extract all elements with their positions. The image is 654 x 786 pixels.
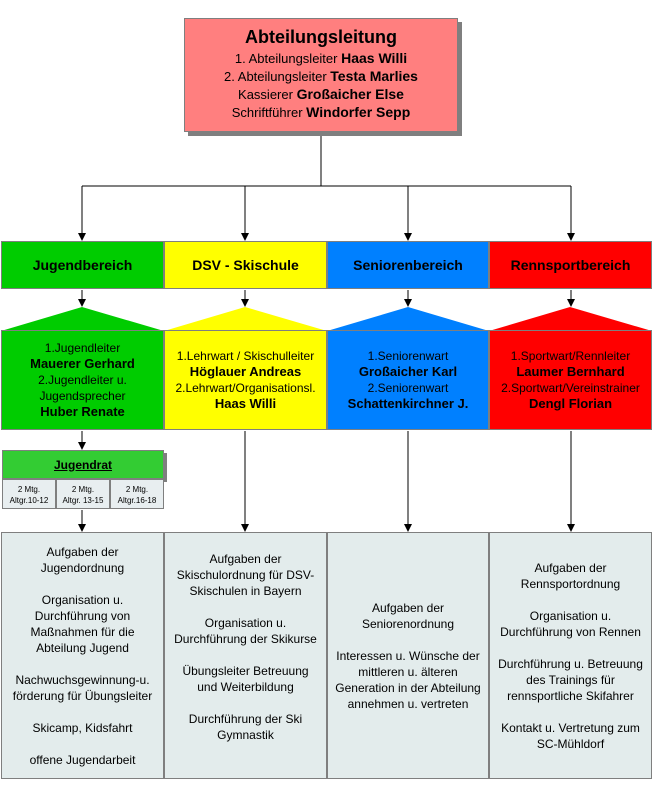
dept-label: DSV - Skischule <box>192 257 299 273</box>
leader-line: Jugendsprecher <box>39 389 126 403</box>
leader-roof <box>164 307 327 331</box>
leader-name: Laumer Bernhard <box>516 364 625 379</box>
leader-roof <box>327 307 489 331</box>
leader-box-skischule: 1.Lehrwart / Skischulleiter Höglauer And… <box>164 330 327 430</box>
task-text: Aufgaben der Rennsportordnung <box>520 560 621 591</box>
dept-label: Rennsportbereich <box>510 257 631 273</box>
leader-roof <box>1 307 164 331</box>
top-role: 2. Abteilungsleiter <box>224 69 327 84</box>
jugendrat-cell: 2 Mtg. Altgr.10-12 <box>2 479 56 509</box>
leader-name: Großaicher Karl <box>358 364 458 379</box>
task-text: Organisation u. Durchführung der Skikurs… <box>174 616 317 646</box>
top-row: 1. Abteilungsleiter Haas Willi <box>185 50 457 66</box>
task-text: Durchführung der Ski Gymnastik <box>188 712 303 742</box>
leader-name: Huber Renate <box>40 404 125 419</box>
dept-seniorenbereich: Seniorenbereich <box>327 241 489 289</box>
task-box-jugend: Aufgaben der Jugendordnung Organisation … <box>1 532 164 779</box>
leader-line: 2.Jugendleiter u. <box>38 373 127 387</box>
leader-name: Höglauer Andreas <box>189 364 302 379</box>
jugendrat-cell-line: Altgr.10-12 <box>9 496 49 505</box>
task-text: Organisation u. Durchführung von Maßnahm… <box>30 592 135 655</box>
leader-name: Schattenkirchner J. <box>347 396 469 411</box>
top-row: 2. Abteilungsleiter Testa Marlies <box>185 68 457 84</box>
top-name: Testa Marlies <box>330 68 418 84</box>
task-text: Aufgaben der Jugendordnung <box>40 544 125 575</box>
task-box-skischule: Aufgaben der Skischulordnung für DSV-Ski… <box>164 532 327 779</box>
top-role: Kassierer <box>238 87 293 102</box>
leader-box-jugend: 1.Jugendleiter Mauerer Gerhard 2.Jugendl… <box>1 330 164 430</box>
task-text: Nachwuchsgewinnung-u. förderung für Übun… <box>12 672 153 703</box>
task-text: Interessen u. Wünsche der mittleren u. ä… <box>335 648 481 711</box>
top-row: Kassierer Großaicher Else <box>185 86 457 102</box>
leader-box-senioren: 1.Seniorenwart Großaicher Karl 2.Seniore… <box>327 330 489 430</box>
task-text: Durchführung u. Betreuung des Trainings … <box>498 656 643 703</box>
jugendrat-cell-line: 2 Mtg. <box>71 485 95 494</box>
task-text: Aufgaben der Seniorenordnung <box>361 600 455 631</box>
jugendrat-cell: 2 Mtg. Altgr.16-18 <box>110 479 164 509</box>
leader-line: 2.Sportwart/Vereinstrainer <box>501 381 640 395</box>
leader-line: 1.Seniorenwart <box>367 349 449 363</box>
task-text: offene Jugendarbeit <box>29 752 136 767</box>
dept-label: Jugendbereich <box>32 257 133 273</box>
jugendrat-cell: 2 Mtg. Altgr. 13-15 <box>56 479 110 509</box>
task-text: Skicamp, Kidsfahrt <box>32 720 133 735</box>
task-box-senioren: Aufgaben der Seniorenordnung Interessen … <box>327 532 489 779</box>
dept-jugendbereich: Jugendbereich <box>1 241 164 289</box>
jugendrat-cell-line: Altgr. 13-15 <box>62 496 104 505</box>
top-row: Schriftführer Windorfer Sepp <box>185 104 457 120</box>
abteilungsleitung-title: Abteilungsleitung <box>245 27 397 47</box>
jugendrat-title: Jugendrat <box>2 450 164 479</box>
task-text: Organisation u. Durchführung von Rennen <box>500 608 641 639</box>
top-role: Schriftführer <box>231 105 303 120</box>
leader-name: Mauerer Gerhard <box>30 356 135 371</box>
leader-line: 1.Sportwart/Rennleiter <box>510 349 631 363</box>
abteilungsleitung-box: Abteilungsleitung 1. Abteilungsleiter Ha… <box>184 18 458 132</box>
task-text: Aufgaben der Skischulordnung für DSV-Ski… <box>176 552 315 598</box>
top-name: Haas Willi <box>341 50 408 66</box>
leader-name: Dengl Florian <box>528 396 613 411</box>
jugendrat-cell-line: 2 Mtg. <box>17 485 41 494</box>
top-name: Windorfer Sepp <box>306 104 411 120</box>
top-role: 1. Abteilungsleiter <box>234 51 338 66</box>
leader-line: 2.Seniorenwart <box>367 381 449 395</box>
leader-line: 2.Lehrwart/Organisationsl. <box>175 381 316 395</box>
leader-line: 1.Jugendleiter <box>44 341 121 355</box>
dept-rennsportbereich: Rennsportbereich <box>489 241 652 289</box>
task-box-rennsport: Aufgaben der Rennsportordnung Organisati… <box>489 532 652 779</box>
top-name: Großaicher Else <box>296 86 404 102</box>
leader-box-rennsport: 1.Sportwart/Rennleiter Laumer Bernhard 2… <box>489 330 652 430</box>
jugendrat-cell-line: Altgr.16-18 <box>117 496 157 505</box>
dept-label: Seniorenbereich <box>353 257 463 273</box>
leader-name: Haas Willi <box>214 396 277 411</box>
leader-roof <box>489 307 652 331</box>
leader-line: 1.Lehrwart / Skischulleiter <box>176 349 315 363</box>
dept-dsv-skischule: DSV - Skischule <box>164 241 327 289</box>
jugendrat-cell-line: 2 Mtg. <box>125 485 149 494</box>
task-text: Kontakt u. Vertretung zum SC-Mühldorf <box>501 720 640 751</box>
task-text: Übungsleiter Betreuung und Weiterbildung <box>182 664 309 694</box>
